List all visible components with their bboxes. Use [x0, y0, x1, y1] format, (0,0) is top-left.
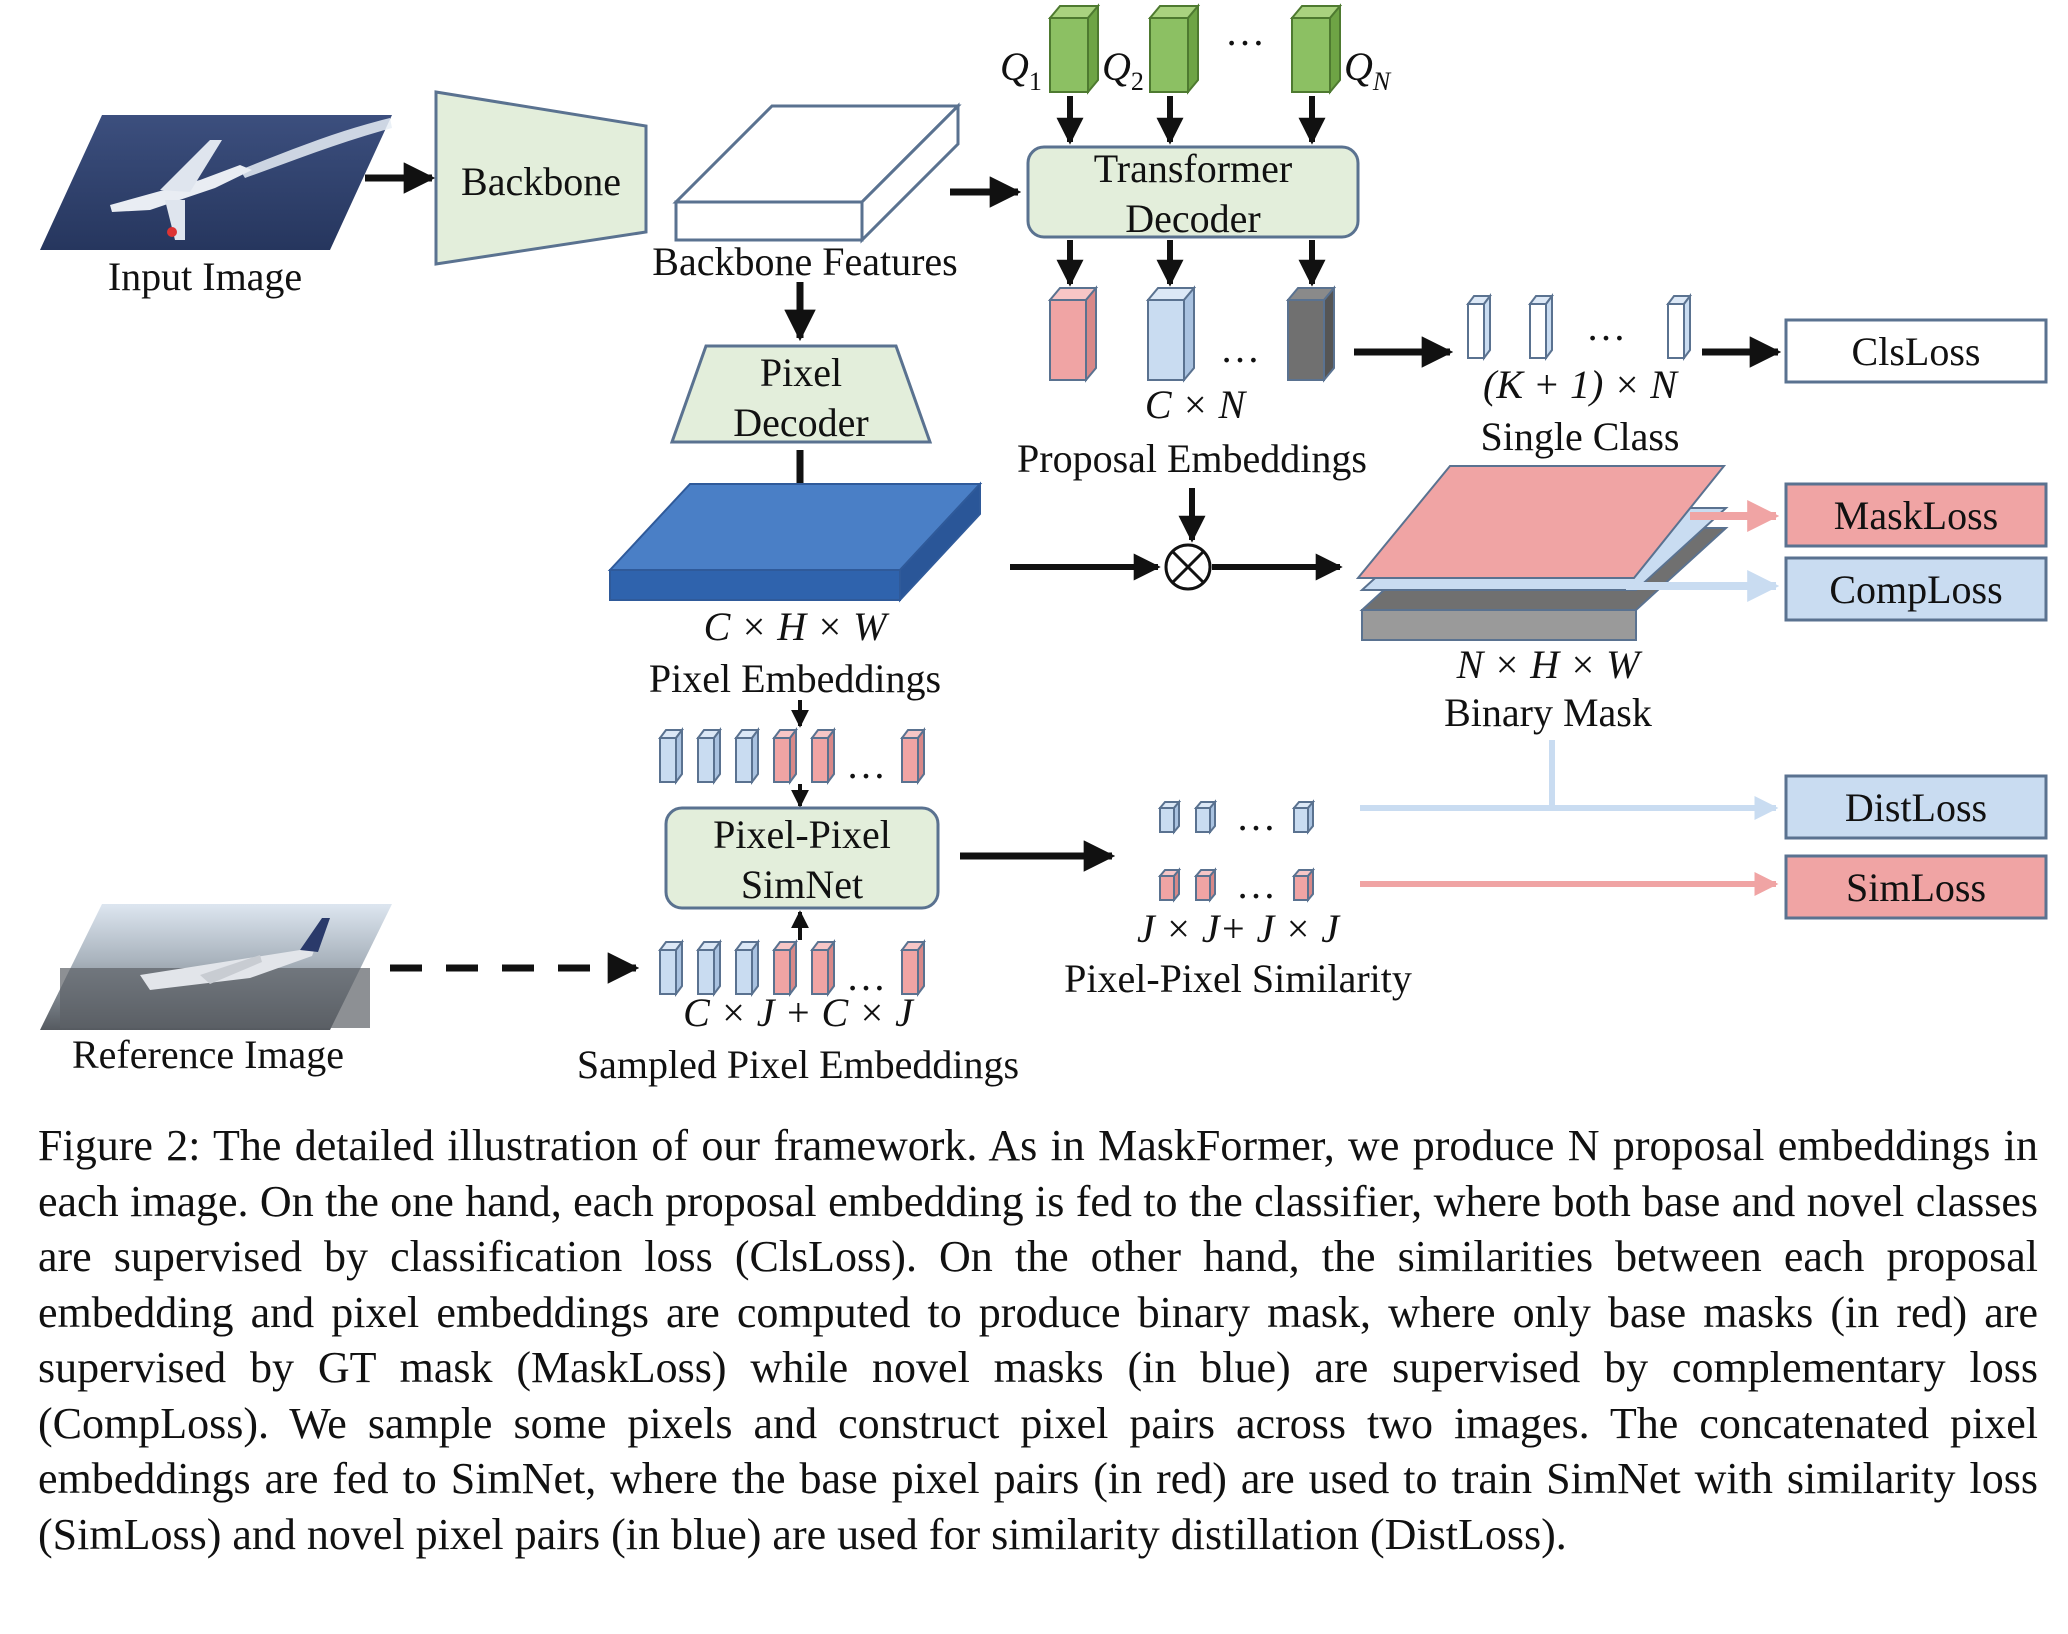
binary-mask-stack [1355, 465, 1729, 641]
proposal-label: Proposal Embeddings [1017, 436, 1367, 481]
upper-sample-ellipsis: … [846, 742, 886, 787]
input-image [40, 115, 392, 250]
distloss-box [1784, 774, 2048, 840]
clsloss-box [1784, 318, 2048, 384]
simloss-label: SimLoss [1846, 865, 1986, 910]
query-cube-n [1289, 3, 1343, 95]
framework-figure: Input Image Backbone Backbone Features Q… [40, 3, 2048, 1087]
pixel-sample-row-lower [658, 939, 926, 997]
single-class-label: Single Class [1481, 414, 1680, 459]
comploss-label: CompLoss [1829, 567, 2002, 612]
proposal-cube-gray [1285, 285, 1337, 383]
backbone-block [434, 90, 648, 266]
transformer-decoder-line2: Decoder [1125, 196, 1260, 241]
transformer-decoder-line1: Transformer [1094, 146, 1293, 191]
query-2-label: Q2 [1102, 44, 1144, 96]
backbone-label: Backbone [461, 159, 621, 204]
binary-mask-label: Binary Mask [1444, 690, 1652, 735]
distloss-label: DistLoss [1845, 785, 1987, 830]
pixel-emb-dims: C × H × W [704, 604, 891, 649]
backbone-features-block [672, 102, 962, 244]
backbone-features-label: Backbone Features [652, 239, 957, 284]
pixel-sample-row-upper [658, 727, 926, 785]
proposal-dims: C × N [1145, 382, 1248, 427]
class-ellipsis: … [1586, 304, 1626, 349]
similarity-red-ellipsis: … [1236, 862, 1276, 907]
query-n-label: QN [1344, 44, 1392, 96]
pixel-decoder-line2: Decoder [733, 400, 868, 445]
maskloss-box [1784, 482, 2048, 548]
simnet-block [664, 806, 940, 910]
class-dims: (K + 1) × N [1483, 362, 1679, 407]
figure-caption: Figure 2: The detailed illustration of o… [38, 1121, 2038, 1559]
class-vector-1 [1466, 293, 1492, 361]
maskloss-label: MaskLoss [1834, 493, 1998, 538]
similarity-blue-ellipsis: … [1236, 794, 1276, 839]
class-vector-2 [1528, 293, 1554, 361]
sampled-dims: C × J + C × J [683, 990, 915, 1035]
clsloss-label: ClsLoss [1852, 329, 1981, 374]
similarity-dims: J × J+ J × J [1137, 906, 1341, 951]
simnet-line2: SimNet [741, 862, 863, 907]
multiply-icon [1164, 543, 1212, 591]
query-cube-1 [1047, 3, 1101, 95]
input-image-label: Input Image [108, 254, 302, 299]
sampled-label: Sampled Pixel Embeddings [577, 1042, 1019, 1087]
reference-image-label: Reference Image [72, 1032, 344, 1077]
simloss-box [1784, 854, 2048, 920]
query-1-label: Q1 [1000, 44, 1042, 96]
query-cube-2 [1147, 3, 1201, 95]
pixel-embeddings-block [607, 481, 983, 603]
similarity-label: Pixel-Pixel Similarity [1064, 956, 1412, 1001]
proposal-cube-red [1047, 285, 1099, 383]
pixel-decoder-block [669, 344, 933, 444]
simnet-line1: Pixel-Pixel [713, 812, 891, 857]
lower-sample-ellipsis: … [846, 954, 886, 999]
class-vector-n [1666, 293, 1692, 361]
similarity-red [1157, 867, 1316, 903]
similarity-blue [1157, 799, 1316, 835]
pixel-decoder-line1: Pixel [760, 350, 842, 395]
query-ellipsis: … [1225, 9, 1265, 54]
binary-mask-dims: N × H × W [1456, 642, 1644, 687]
transformer-decoder-block [1026, 145, 1360, 239]
proposal-cube-blue [1145, 285, 1197, 383]
proposal-ellipsis: … [1220, 326, 1260, 371]
reference-image [40, 904, 392, 1030]
comploss-box [1784, 556, 2048, 622]
pixel-emb-label: Pixel Embeddings [649, 656, 941, 701]
